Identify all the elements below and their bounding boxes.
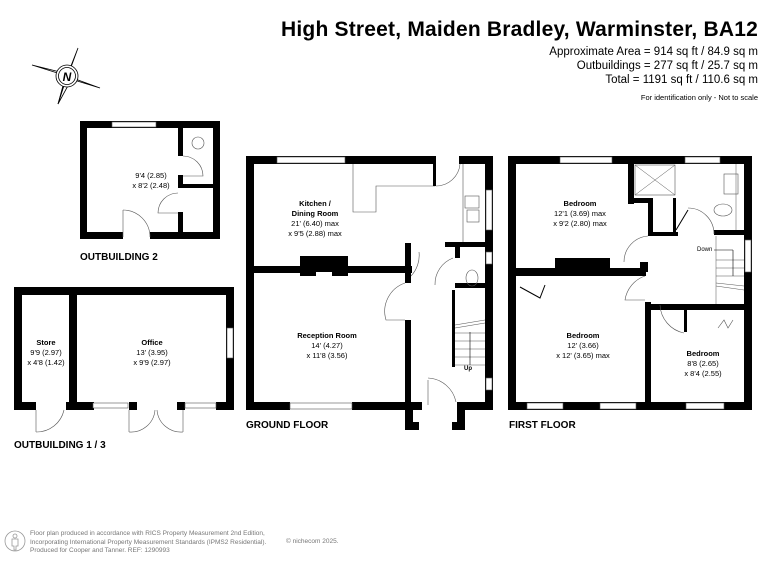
room-reception: Reception Room 14' (4.27) x 11'8 (3.56) [297,331,357,361]
room-name: Bedroom [686,349,720,358]
room-name: Office [141,338,163,347]
floor-label-outbuilding-1-3: OUTBUILDING 1 / 3 [14,440,106,451]
person-icon [4,530,26,552]
room-name-line1: Kitchen / [299,199,331,208]
copyright: © nichecom 2025. [286,538,339,545]
footer-line-2: Incorporating International Property Mea… [30,538,267,546]
property-title: High Street, Maiden Bradley, Warminster,… [281,18,758,41]
stairs-up-label: Up [464,366,472,372]
outbuildings-area: Outbuildings = 277 sq ft / 25.7 sq m [576,60,758,72]
footer-line-1: Floor plan produced in accordance with R… [30,530,265,537]
footer-disclaimer: Floor plan produced in accordance with R… [30,530,266,556]
svg-text:N: N [63,70,72,84]
room-bedroom-2: Bedroom 12' (3.66) x 12' (3.65) max [556,331,610,361]
room-dim1: 9'4 (2.85) [135,171,167,180]
scale-note: For identification only - Not to scale [640,93,758,102]
room-dim1: 13' (3.95) [136,348,168,357]
floor-label-ground: GROUND FLOOR [246,420,329,431]
room-dim1: 12' (3.66) [567,341,599,350]
room-dim2: x 9'2 (2.80) max [553,219,607,228]
room-name: Store [36,338,56,347]
room-dim1: 8'8 (2.65) [687,359,719,368]
stairs-down-label: Down [697,247,713,253]
room-store: Store 9'9 (2.97) x 4'8 (1.42) [27,338,64,368]
room-kitchen-dining: Kitchen / Dining Room 21' (6.40) max x 9… [288,199,342,239]
room-dim2: x 11'8 (3.56) [306,351,348,360]
first-floor-plan [508,156,752,410]
floor-label-outbuilding-2: OUTBUILDING 2 [80,252,158,263]
floor-label-first: FIRST FLOOR [509,420,576,431]
room-dim1: 9'9 (2.97) [30,348,62,357]
room-dim2: x 4'8 (1.42) [27,358,65,367]
room-dim2: x 9'9 (2.97) [133,358,171,367]
room-dim2: x 8'4 (2.55) [684,369,722,378]
outbuilding-2-plan [80,121,220,239]
room-dim2: x 9'5 (2.88) max [288,229,342,238]
room-bedroom-1: Bedroom 12'1 (3.69) max x 9'2 (2.80) max [553,199,607,229]
room-dim1: 21' (6.40) max [291,219,339,228]
room-name-line2: Dining Room [291,209,339,218]
room-dim1: 12'1 (3.69) max [554,209,606,218]
room-dim2: x 8'2 (2.48) [132,181,170,190]
area-summary: Approximate Area = 914 sq ft / 84.9 sq m… [549,45,758,105]
room-name: Bedroom [563,199,597,208]
ground-floor-plan [246,156,493,430]
room-name: Bedroom [566,331,600,340]
approx-area: Approximate Area = 914 sq ft / 84.9 sq m [549,46,758,58]
room-dim2: x 12' (3.65) max [556,351,610,360]
room-dim1: 14' (4.27) [311,341,343,350]
outbuilding-1-3-plan [14,287,234,433]
room-office: Office 13' (3.95) x 9'9 (2.97) [133,338,170,368]
room-bedroom-3: Bedroom 8'8 (2.65) x 8'4 (2.55) [684,349,721,379]
north-arrow-icon: N [31,47,101,105]
room-name: Reception Room [297,331,357,340]
footer-line-3: Produced for Cooper and Tanner. REF: 129… [30,547,170,554]
total-area: Total = 1191 sq ft / 110.6 sq m [605,74,758,86]
room-outbuilding2: 9'4 (2.85) x 8'2 (2.48) [132,171,169,191]
